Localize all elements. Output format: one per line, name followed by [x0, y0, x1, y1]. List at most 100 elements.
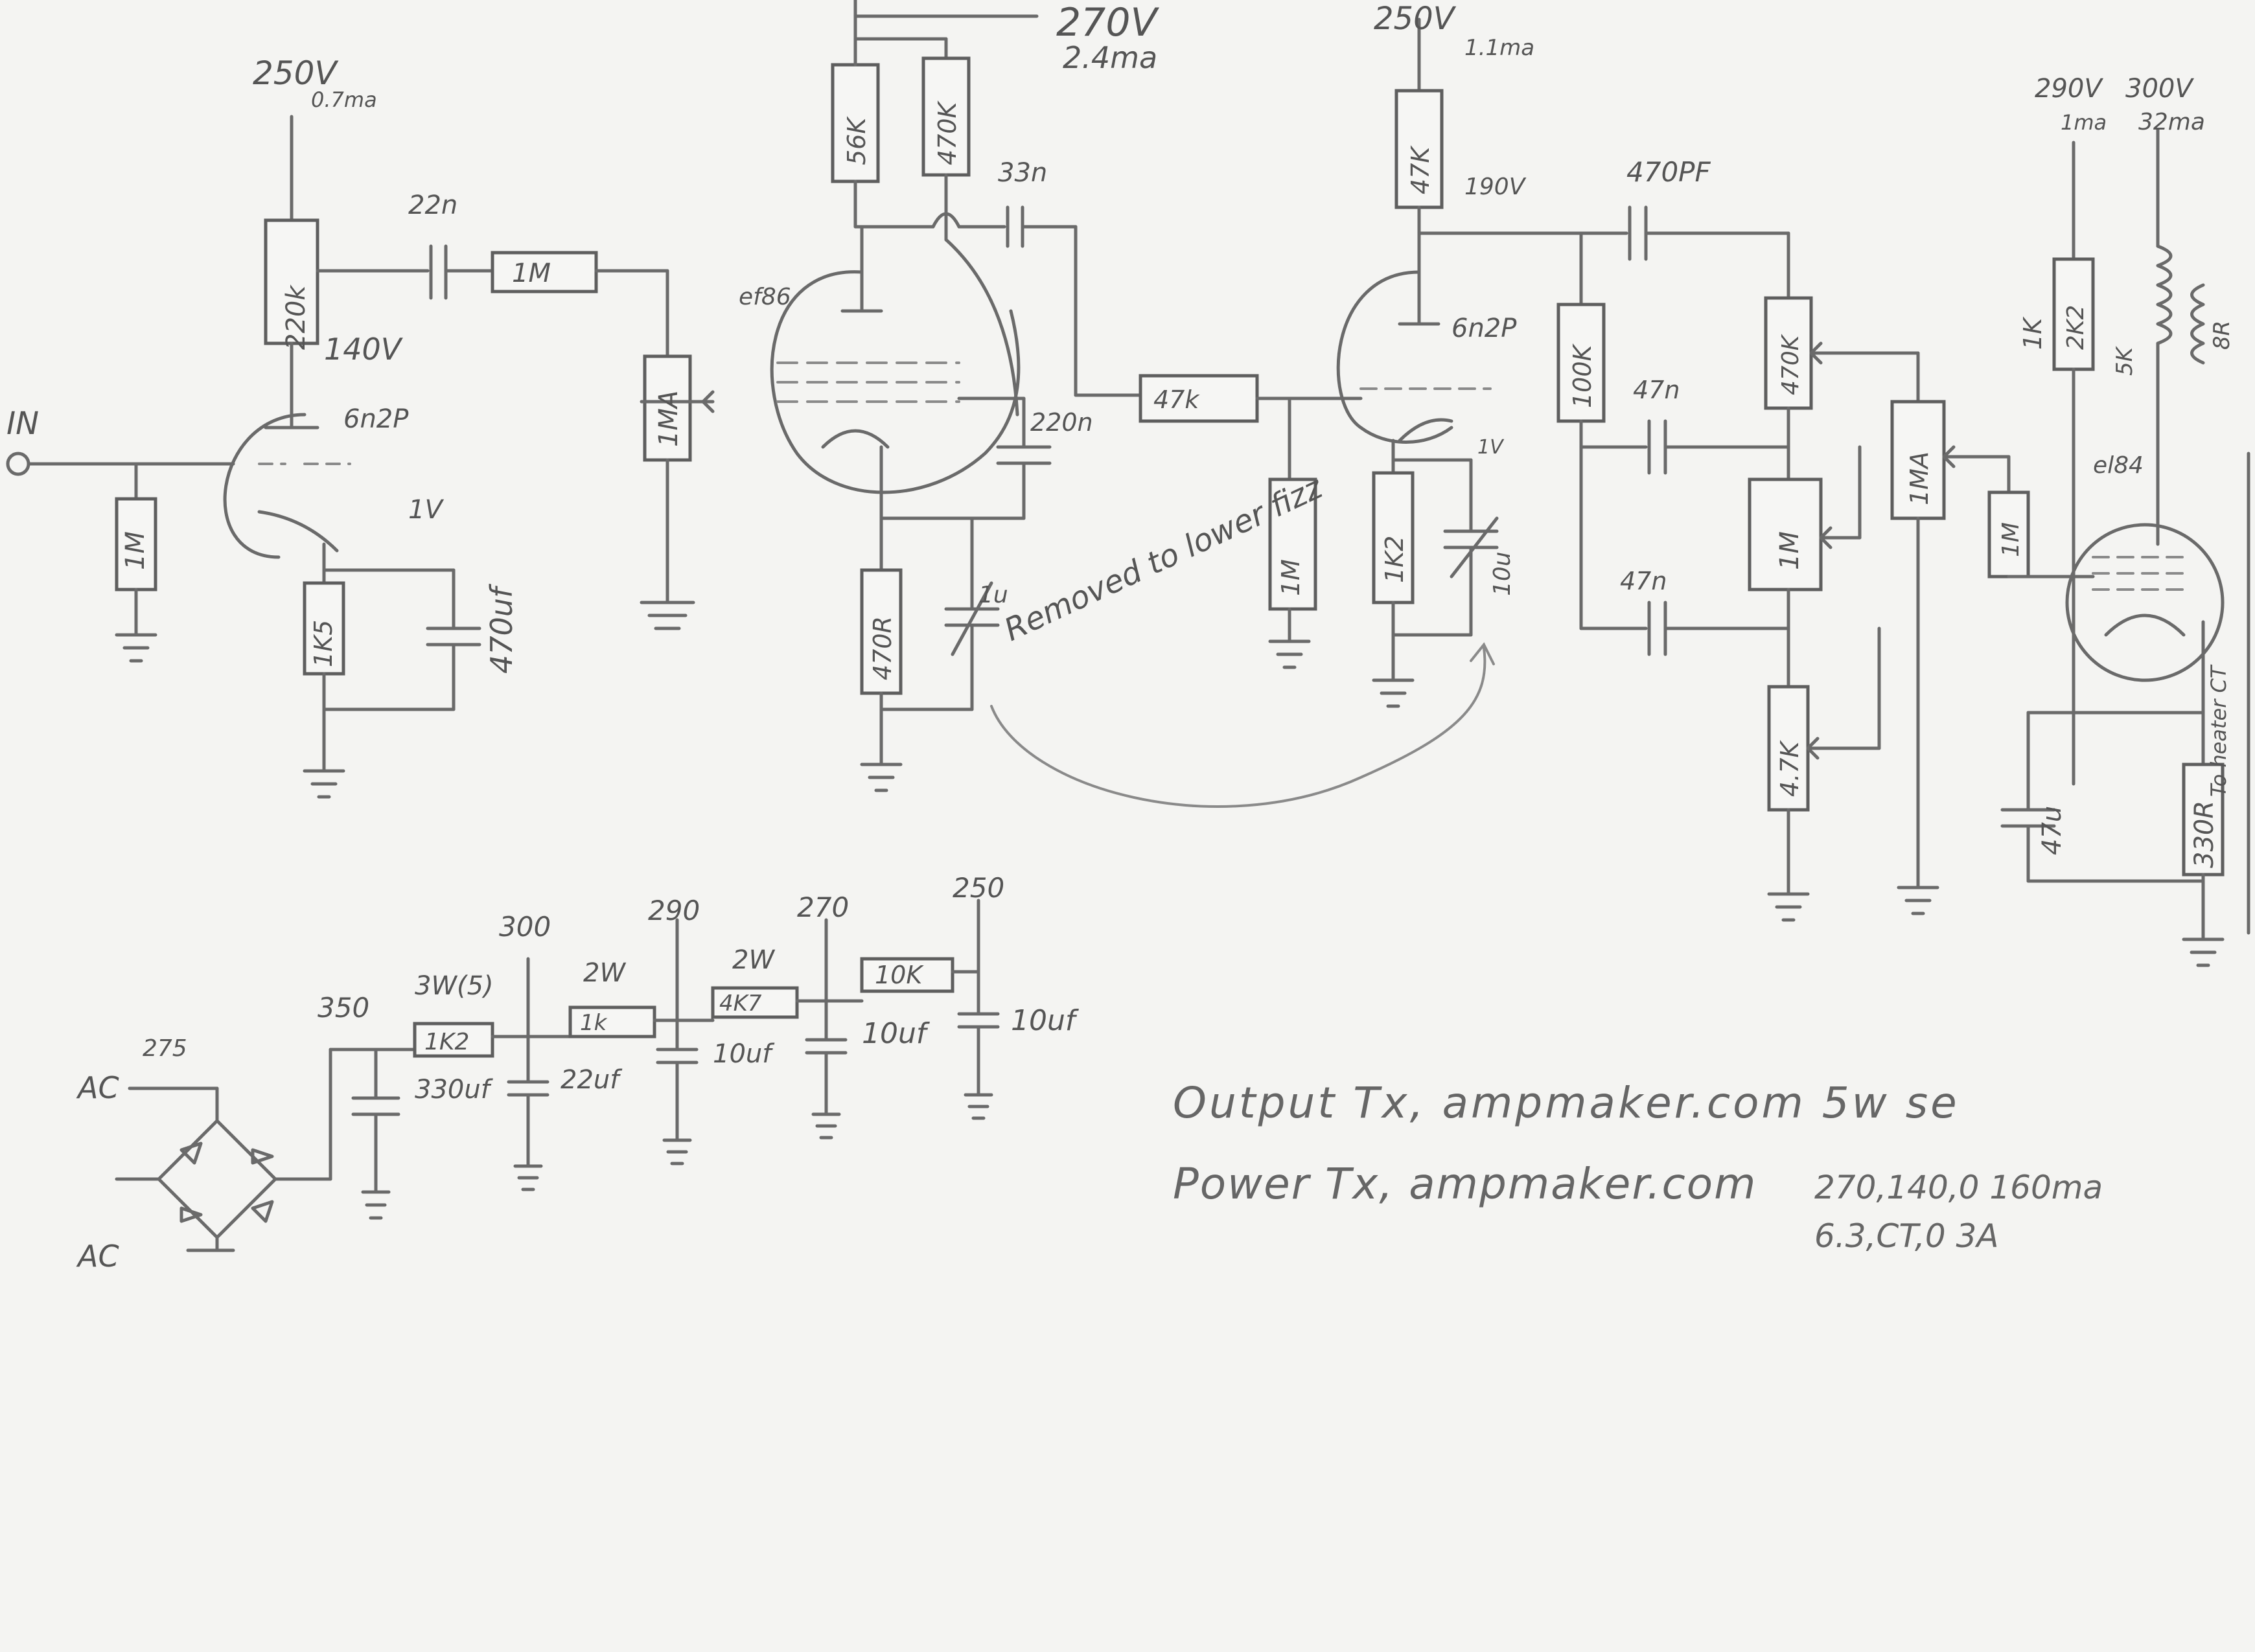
label-r-100k: 100K: [1568, 343, 1597, 408]
label-c-47n-b: 47n: [1620, 567, 1667, 595]
label-ps-275: 275: [143, 1035, 187, 1062]
label-v1-cath: 1V: [408, 495, 444, 525]
label-ps-ac2: AC: [76, 1239, 119, 1274]
label-v1-tube: 6n2P: [343, 404, 409, 434]
label-el84-tube: el84: [2093, 452, 2144, 479]
label-r-1k2: 1K2: [1380, 536, 1409, 583]
resistor-1m-grid2: [1268, 477, 1317, 611]
label-c-33n: 33n: [998, 158, 1047, 188]
label-ps-r3: 4K7: [719, 991, 762, 1016]
volume-pot: [643, 354, 692, 462]
label-r-56k: 56K: [842, 116, 871, 165]
label-ps-c4: 10uf: [862, 1017, 931, 1050]
note-output-tx: Output Tx, ampmaker.com 5w se: [1173, 1078, 1960, 1128]
label-ef86-v: 270V: [1056, 0, 1160, 45]
note-power-tx: Power Tx, ampmaker.com: [1173, 1159, 1757, 1209]
resistor-1m-out: [1987, 490, 2030, 579]
label-ps-350: 350: [318, 992, 369, 1024]
pot-4k7: [1767, 685, 1810, 812]
label-r-2k2: 2K2: [2063, 305, 2089, 350]
label-ps-ac1: AC: [76, 1070, 119, 1105]
stage2: [770, 0, 1495, 808]
label-c-47u: 47u: [2037, 806, 2067, 855]
labels: IN 250V 0.7ma 22n 140V 6n2P 1V 220k 1M 1…: [6, 0, 2235, 1274]
label-c-220n: 220n: [1030, 408, 1093, 437]
bridge-rectifier: [157, 1119, 277, 1239]
stage3: [1268, 17, 1790, 708]
label-ps-290: 290: [648, 895, 700, 926]
label-pot-1ma: 1MA: [1905, 452, 1934, 505]
label-pot-4k7: 4.7K: [1775, 740, 1804, 797]
tube-el84-envelope: [2065, 523, 2225, 682]
output-transformer-primary: [2156, 244, 2173, 345]
label-r-47k-grid: 47k: [1153, 385, 1200, 414]
label-c-10u: 10u: [1489, 551, 1516, 596]
label-r-1k: 1K: [2018, 316, 2047, 350]
label-ps-c2: 22uf: [561, 1065, 623, 1095]
label-pot-vol: 1MA: [654, 391, 684, 447]
power-supply: [115, 899, 1000, 1252]
label-v2-tube: 6n2P: [1451, 314, 1517, 343]
label-pot-1m: 1M: [1775, 531, 1805, 570]
label-ef86-tube: ef86: [739, 284, 791, 310]
label-ps-250: 250: [953, 872, 1004, 904]
resistor-47k-plate: [1394, 89, 1444, 209]
label-r-470k: 470K: [933, 100, 962, 165]
label-v2-plate: 190V: [1464, 174, 1527, 200]
label-v2-bplus: 250V: [1374, 1, 1457, 37]
label-c-47n-a: 47n: [1633, 376, 1680, 404]
label-pot-470k: 470K: [1777, 334, 1804, 395]
pot-1m: [1748, 477, 1823, 591]
ps-resistor-1: [413, 1022, 494, 1058]
label-ot-8r: 8R: [2209, 321, 2235, 350]
ps-resistor-4: [860, 957, 954, 993]
resistor-470k: [921, 56, 971, 177]
label-ps-r4: 10K: [875, 961, 924, 989]
label-ot-5k: 5K: [2112, 345, 2138, 376]
label-in: IN: [6, 406, 39, 442]
label-r-cath1: 1K5: [309, 620, 338, 667]
label-el84-v2: 300V: [2125, 74, 2194, 104]
input-jack: [6, 452, 30, 476]
label-ps-300: 300: [499, 911, 551, 943]
label-r-47k-plate: 47K: [1406, 145, 1435, 194]
label-ps-r1: 1K2: [424, 1029, 469, 1055]
resistor-330r: [2182, 763, 2225, 877]
resistor-470r: [860, 568, 903, 695]
label-c-cath1: 470uf: [484, 584, 519, 674]
label-ps-r2: 1k: [580, 1010, 608, 1036]
label-ps-r1-w: 3W(5): [415, 971, 494, 1001]
label-v1-plate: 140V: [324, 332, 404, 367]
output-stage: [1890, 128, 2250, 967]
label-ps-c1: 330uf: [415, 1075, 494, 1105]
output-transformer-secondary: [2190, 283, 2205, 365]
label-r-plate1: 220k: [281, 284, 311, 350]
tone-stack: [1748, 231, 1920, 922]
label-to-heater: To heater CT: [2206, 664, 2231, 797]
label-el84-i2: 32ma: [2138, 109, 2205, 135]
label-c-470pf: 470PF: [1626, 156, 1711, 188]
tube-v2-envelope: [1336, 270, 1453, 444]
label-el84-v1: 290V: [2035, 74, 2103, 104]
tube-v1-envelope: [223, 413, 306, 559]
label-ps-r3-w: 2W: [732, 945, 775, 975]
label-to-heater-text: To heater CT: [2206, 664, 2231, 797]
label-v2-current: 1.1ma: [1464, 35, 1534, 61]
label-v1-bplus: 250V: [253, 54, 339, 92]
label-r-1m-grid2: 1M: [1277, 559, 1305, 596]
label-c-coup1: 22n: [408, 190, 457, 220]
removed-arrow: [990, 647, 1486, 808]
label-v1-current: 0.7ma: [311, 87, 377, 112]
label-ps-c5: 10uf: [1011, 1004, 1080, 1037]
label-r-470r: 470R: [868, 616, 897, 680]
stage1: [6, 115, 715, 799]
label-v2-cath: 1V: [1477, 436, 1505, 459]
label-r-series: 1M: [512, 258, 551, 288]
label-ps-c3: 10uf: [713, 1039, 775, 1069]
resistor-plate1: [264, 218, 319, 345]
label-r-1m-out: 1M: [1998, 522, 2024, 557]
label-ps-r2-w: 2W: [583, 958, 626, 988]
label-c-1u: 1u: [978, 582, 1008, 608]
